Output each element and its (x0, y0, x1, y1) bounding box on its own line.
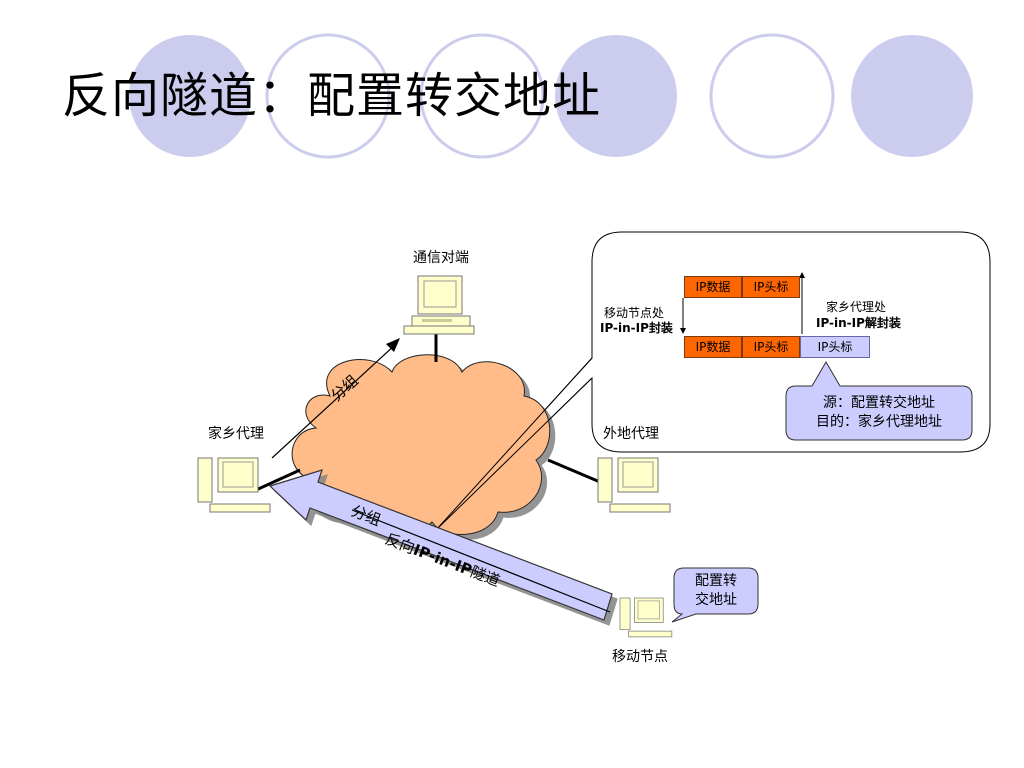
decorative-circles (129, 33, 973, 159)
mobile-node-label: 移动节点 (612, 649, 668, 665)
outer-ip-header-box: IP头标 (800, 336, 870, 358)
correspondent-label: 通信对端 (413, 250, 469, 266)
bottom-ip-data-box: IP数据 (684, 336, 742, 358)
mobile-callout-line-1: 配置转 (695, 573, 737, 589)
circle-1 (129, 35, 251, 157)
encap-arrows (680, 272, 805, 334)
bottom-ip-header-box: IP头标 (742, 336, 800, 358)
circle-4 (555, 35, 677, 157)
mn-encap-label-1: 移动节点处 (604, 306, 665, 320)
address-callout-shape (785, 361, 973, 441)
circle-2 (265, 33, 391, 159)
mobile-callout-line-2: 交地址 (695, 592, 737, 608)
callout-pointer-line-1 (435, 377, 593, 531)
encapsulation-callout-frame (435, 231, 991, 531)
correspondent-computer-icon (403, 275, 475, 335)
top-ip-data-box: IP数据 (684, 276, 742, 298)
top-ip-header-box: IP头标 (742, 276, 800, 298)
mobile-node-computer-icon (619, 597, 673, 638)
ha-decap-label-2: IP-in-IP解封装 (816, 316, 901, 330)
mn-encap-label-2: IP-in-IP封装 (600, 321, 673, 335)
packet-forward-arrow (271, 338, 400, 459)
mobile-node-callout-shape (671, 567, 759, 623)
link-home-agent (255, 468, 301, 492)
foreign-agent-computer-icon (597, 457, 671, 513)
circle-6 (851, 35, 973, 157)
address-source: 源：配置转交地址 (823, 395, 935, 411)
address-destination: 目的：家乡代理地址 (816, 414, 942, 430)
home-agent-computer-icon (197, 457, 271, 513)
home-agent-label: 家乡代理 (208, 426, 264, 442)
network-cloud (291, 354, 551, 537)
address-callout-text: 源：配置转交地址 目的：家乡代理地址 (786, 394, 972, 432)
mobile-node-callout-text: 配置转 交地址 (674, 572, 758, 610)
callout-pointer-line-2 (435, 357, 593, 531)
ha-decap-label-1: 家乡代理处 (826, 300, 887, 314)
circle-5 (709, 33, 835, 159)
foreign-agent-label: 外地代理 (603, 426, 659, 442)
tunnel-inner-line (351, 509, 611, 613)
circle-3 (419, 33, 545, 159)
link-foreign-agent (547, 458, 601, 484)
page-title: 反向隧道：配置转交地址 (62, 68, 602, 124)
